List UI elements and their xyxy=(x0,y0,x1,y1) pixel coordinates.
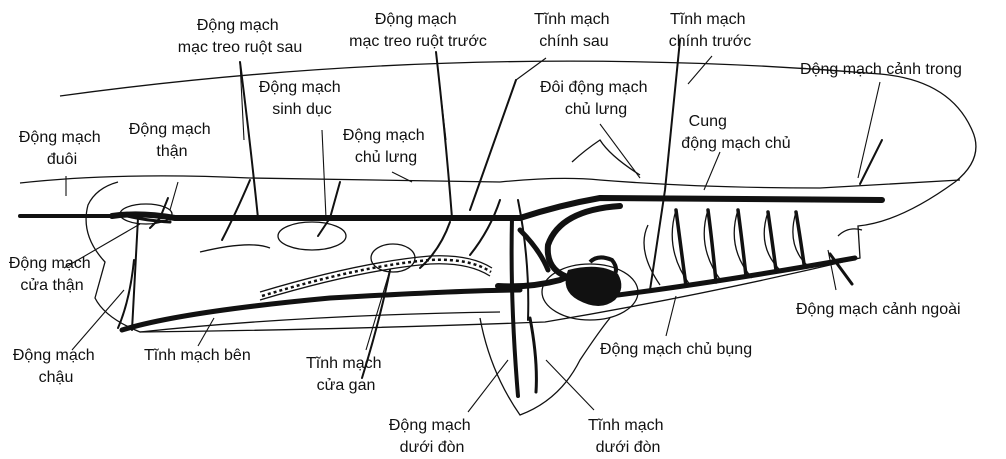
label-dorsal-aorta: Động mạch chủ lưng xyxy=(343,127,429,166)
label-external-carotid-artery: Động mạch cảnh ngoài xyxy=(796,301,961,318)
label-iliac-artery: Động mạch chậu xyxy=(13,347,99,386)
gill-slits xyxy=(644,210,808,285)
label-paired-dorsal-aorta: Đôi động mạch chủ lưng xyxy=(540,79,652,118)
blood-vessels xyxy=(20,40,882,396)
label-lateral-vein: Tĩnh mạch bên xyxy=(144,347,251,364)
label-anterior-mesenteric-artery: Động mạch mạc treo ruột trước xyxy=(349,11,487,50)
label-posterior-cardinal-vein: Tĩnh mạch chính sau xyxy=(534,11,614,50)
label-subclavian-vein: Tĩnh mạch dưới đòn xyxy=(588,417,668,456)
label-caudal-artery: Động mạch đuôi xyxy=(19,129,105,168)
label-anterior-cardinal-vein: Tĩnh mạch chính trước xyxy=(669,11,752,50)
label-renal-artery: Động mạch thận xyxy=(129,121,215,160)
label-internal-carotid-artery: Động mạch cảnh trong xyxy=(800,61,962,78)
label-renal-portal-artery: Động mạch cửa thận xyxy=(9,255,95,294)
label-posterior-mesenteric-artery: Động mạch mạc treo ruột sau xyxy=(178,17,303,56)
label-aortic-arch: Cung động mạch chủ xyxy=(681,113,790,152)
label-hepatic-portal-vein: Tĩnh mạch cửa gan xyxy=(306,355,386,394)
heart xyxy=(566,257,622,306)
intestine xyxy=(120,204,638,320)
label-gonadal-artery: Động mạch sinh dục xyxy=(259,79,345,118)
label-subclavian-artery: Động mạch dưới đòn xyxy=(389,417,475,456)
label-ventral-aorta: Động mạch chủ bụng xyxy=(600,341,752,358)
